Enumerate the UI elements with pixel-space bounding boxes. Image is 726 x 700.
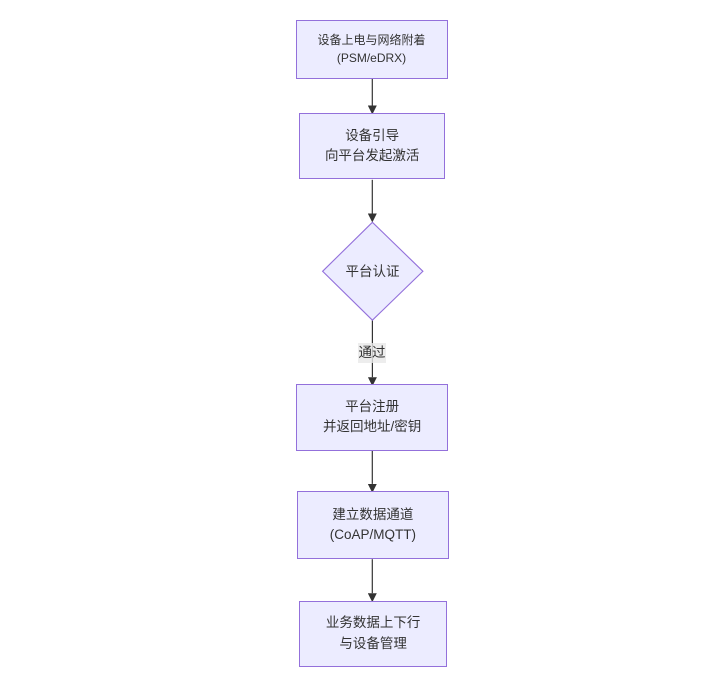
node-label-line: 平台注册	[345, 398, 400, 414]
node-data-channel: 建立数据通道 (CoAP/MQTT)	[296, 491, 450, 559]
node-label-line: 设备引导	[345, 127, 400, 143]
node-platform-register: 平台注册 并返回地址/密钥	[295, 384, 449, 451]
node-device-bootstrap: 设备引导 向平台发起激活	[299, 113, 446, 180]
diamond-platform-auth	[321, 221, 424, 321]
node-label-line: (CoAP/MQTT)	[329, 527, 417, 543]
node-label-line: 设备上电与网络附着	[317, 33, 426, 47]
node-label-line: 向平台发起激活	[324, 148, 420, 164]
node-label-line: 与设备管理	[339, 635, 407, 651]
node-power-on-attach: 设备上电与网络附着 (PSM/eDRX)	[295, 20, 448, 79]
node-label-line: 建立数据通道	[332, 506, 414, 522]
node-label-line: (PSM/eDRX)	[336, 51, 407, 66]
node-business-data: 业务数据上下行 与设备管理	[299, 600, 447, 667]
node-platform-auth-label: 平台认证	[345, 264, 400, 279]
node-label-line: 业务数据上下行	[325, 615, 421, 631]
node-label-line: 并返回地址/密钥	[322, 419, 422, 435]
edge-label-pass: 通过	[358, 343, 386, 364]
